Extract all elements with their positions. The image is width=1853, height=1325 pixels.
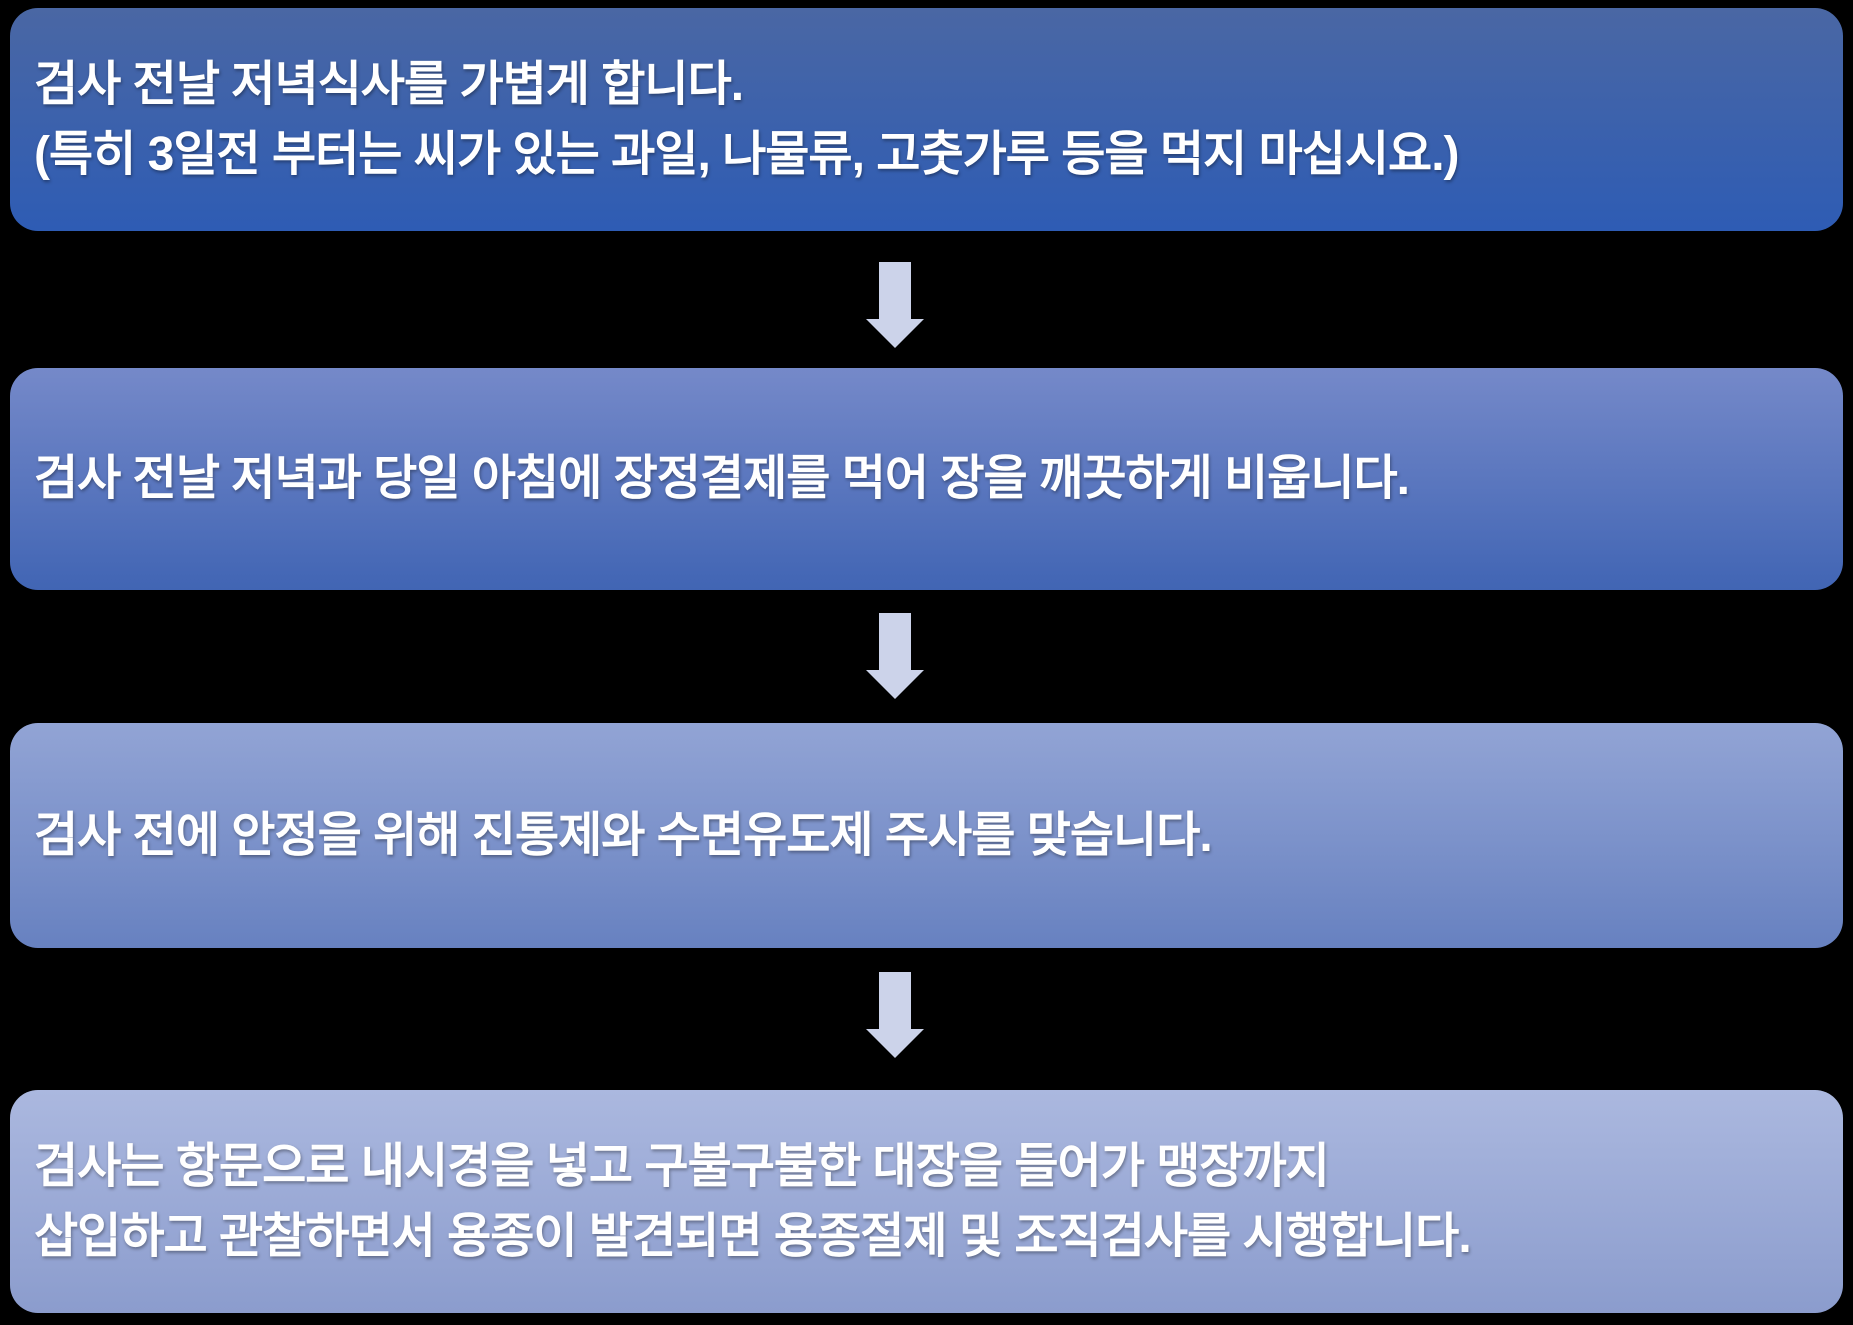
arrow-head	[866, 319, 924, 348]
step-3-text-line-1: 검사 전에 안정을 위해 진통제와 수면유도제 주사를 맞습니다.	[34, 808, 1213, 862]
step-box-3: 검사 전에 안정을 위해 진통제와 수면유도제 주사를 맞습니다.	[10, 723, 1843, 948]
arrow-stem	[879, 613, 911, 670]
down-arrow-icon	[866, 262, 924, 348]
down-arrow-icon	[866, 613, 924, 699]
step-box-2: 검사 전날 저녁과 당일 아침에 장정결제를 먹어 장을 깨끗하게 비웁니다.	[10, 368, 1843, 590]
step-4-text-line-1: 검사는 항문으로 내시경을 넣고 구불구불한 대장을 들어가 맹장까지	[34, 1139, 1330, 1193]
down-arrow-icon	[866, 972, 924, 1058]
arrow-head	[866, 670, 924, 699]
arrow-stem	[879, 972, 911, 1029]
step-4-text-line-2: 삽입하고 관찰하면서 용종이 발견되면 용종절제 및 조직검사를 시행합니다.	[34, 1209, 1472, 1263]
arrow-head	[866, 1029, 924, 1058]
arrow-stem	[879, 262, 911, 319]
step-1-text-line-1: 검사 전날 저녁식사를 가볍게 합니다.	[34, 57, 744, 111]
step-1-text-line-2: (특히 3일전 부터는 씨가 있는 과일, 나물류, 고춧가루 등을 먹지 마십…	[34, 127, 1460, 181]
step-box-4: 검사는 항문으로 내시경을 넣고 구불구불한 대장을 들어가 맹장까지 삽입하고…	[10, 1090, 1843, 1313]
step-box-1: 검사 전날 저녁식사를 가볍게 합니다. (특히 3일전 부터는 씨가 있는 과…	[10, 8, 1843, 231]
step-2-text-line-1: 검사 전날 저녁과 당일 아침에 장정결제를 먹어 장을 깨끗하게 비웁니다.	[34, 452, 1410, 505]
